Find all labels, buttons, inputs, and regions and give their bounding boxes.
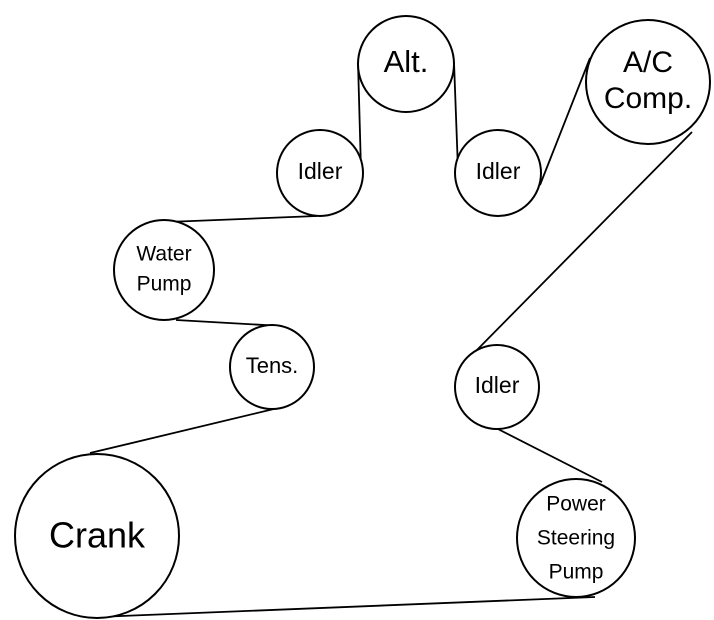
ac-compressor-circle <box>585 19 711 145</box>
idler-lower-circle <box>454 344 540 430</box>
ac-compressor-label-line1: A/C <box>623 46 673 79</box>
water-pump-circle <box>113 219 215 321</box>
crank-label: Crank <box>49 515 146 556</box>
alternator-label: Alt. <box>384 44 429 79</box>
belt-segment-idler-left-to-alt <box>357 61 362 171</box>
idler-left-circle <box>276 129 364 217</box>
water-pump-label-line1: Water <box>136 243 191 266</box>
crank-circle <box>14 453 180 619</box>
water-pump-pulley: Water Pump <box>113 219 215 321</box>
crank-pulley: Crank <box>14 453 180 619</box>
tensioner-label: Tens. <box>246 353 299 378</box>
water-pump-label-line2: Pump <box>137 273 192 296</box>
alternator-circle <box>357 15 455 113</box>
belt-segment-crank-to-tensioner <box>89 407 279 454</box>
idler-left-label: Idler <box>298 158 343 184</box>
tensioner-pulley: Tens. <box>229 324 315 410</box>
tensioner-circle <box>229 324 315 410</box>
belt-segment-idler-right-to-ac <box>539 57 591 186</box>
idler-right-pulley: Idler <box>454 129 542 217</box>
belt-segment-alt-to-idler-right <box>453 61 459 171</box>
idler-lower-pulley: Idler <box>454 344 540 430</box>
belt <box>89 57 693 618</box>
ac-compressor-label-line2: Comp. <box>604 82 692 115</box>
power-steering-pump-circle <box>516 478 636 598</box>
idler-lower-label: Idler <box>475 372 520 398</box>
belt-segment-ac-to-idler-lower <box>471 131 693 356</box>
belt-segment-ps-to-crank <box>95 596 596 618</box>
idler-right-circle <box>454 129 542 217</box>
alternator-pulley: Alt. <box>357 15 455 113</box>
power-steering-pump-label-line1: Power <box>546 493 606 516</box>
idler-left-pulley: Idler <box>276 129 364 217</box>
power-steering-pump-label-line2: Steering <box>537 527 615 550</box>
idler-right-label: Idler <box>476 158 521 184</box>
power-steering-pump-label-line3: Pump <box>549 561 604 584</box>
power-steering-pump-pulley: Power Steering Pump <box>516 478 636 598</box>
ac-compressor-pulley: A/C Comp. <box>585 19 711 145</box>
belt-segment-water-pump-to-idler-left <box>166 215 318 223</box>
belt-segment-idler-lower-to-ps <box>489 424 603 483</box>
